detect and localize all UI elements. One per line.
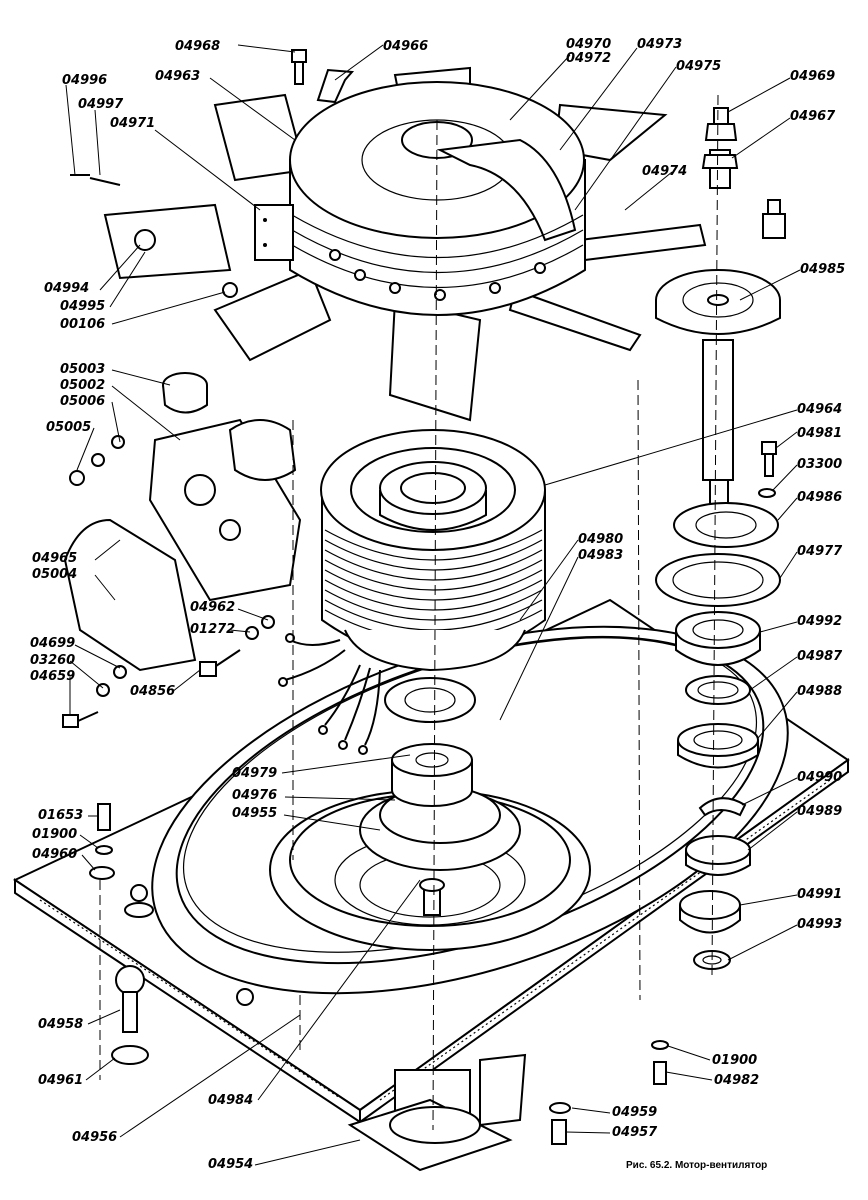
label-04968: 04968 (175, 39, 220, 54)
label-04997: 04997 (78, 97, 124, 112)
label-04699: 04699 (30, 636, 75, 651)
label-01272: 01272 (190, 622, 235, 637)
label-04966: 04966 (383, 39, 428, 54)
terminal-cover-plate (70, 174, 238, 298)
motor-stator (320, 429, 546, 672)
lower-pedestal (347, 1053, 527, 1172)
label-04956: 04956 (72, 1130, 117, 1145)
grease-fittings (701, 107, 786, 239)
label-04994: 04994 (44, 281, 89, 296)
label-04984: 04984 (208, 1093, 253, 1108)
terminal-box (69, 372, 302, 602)
side-bolt-and-washer (758, 441, 777, 498)
label-05003: 05003 (60, 362, 105, 377)
base-hardware-left (89, 803, 254, 1065)
label-04992: 04992 (797, 614, 842, 629)
leader-lines (65, 44, 801, 1166)
label-04980: 04980 (578, 532, 623, 547)
label-04969: 04969 (790, 69, 835, 84)
label-04975: 04975 (676, 59, 721, 74)
label-04856: 04856 (130, 684, 175, 699)
label-04958: 04958 (38, 1017, 83, 1032)
label-05005: 05005 (46, 420, 91, 435)
label-03260: 03260 (30, 653, 75, 668)
stator-lead-wires (278, 633, 381, 755)
label-04974: 04974 (642, 164, 687, 179)
label-04982: 04982 (714, 1073, 759, 1088)
label-04991: 04991 (797, 887, 842, 902)
label-04988: 04988 (797, 684, 842, 699)
label-04954: 04954 (208, 1157, 253, 1172)
label-04972: 04972 (566, 51, 611, 66)
label-04987: 04987 (797, 649, 843, 664)
label-04985: 04985 (800, 262, 845, 277)
label-04989: 04989 (797, 804, 842, 819)
label-04973: 04973 (637, 37, 682, 52)
label-03300: 03300 (797, 457, 842, 472)
label-04979: 04979 (232, 766, 277, 781)
part-number-labels: 04968 04966 04970 04972 04973 04975 0496… (30, 37, 845, 1172)
label-04959: 04959 (612, 1105, 657, 1120)
label-04962: 04962 (190, 600, 235, 615)
label-04993: 04993 (797, 917, 842, 932)
label-04970: 04970 (566, 37, 611, 52)
base-hardware-right (549, 1040, 669, 1145)
label-05004: 05004 (32, 567, 77, 582)
label-04964: 04964 (797, 402, 842, 417)
label-04971: 04971 (110, 116, 155, 131)
figure-caption: Рис. 65.2. Мотор-вентилятор (626, 1160, 767, 1171)
label-04965: 04965 (32, 551, 77, 566)
label-04990: 04990 (797, 770, 842, 785)
center-lines (99, 94, 719, 1131)
label-04981: 04981 (797, 426, 842, 441)
label-04659: 04659 (30, 669, 75, 684)
label-05002: 05002 (60, 378, 105, 393)
label-01900-a: 01900 (32, 827, 77, 842)
impeller-hub-assembly (269, 677, 591, 951)
shaft-with-flange (655, 269, 781, 511)
label-04963: 04963 (155, 69, 200, 84)
label-04977: 04977 (797, 544, 843, 559)
label-04976: 04976 (232, 788, 277, 803)
label-01900-b: 01900 (712, 1053, 757, 1068)
label-04957: 04957 (612, 1125, 658, 1140)
label-04960: 04960 (32, 847, 77, 862)
label-04983: 04983 (578, 548, 623, 563)
bearing-stack (655, 502, 781, 970)
label-01653: 01653 (38, 808, 83, 823)
label-00106: 00106 (60, 317, 105, 332)
label-04986: 04986 (797, 490, 842, 505)
label-04955: 04955 (232, 806, 277, 821)
bracket-and-screw (291, 49, 355, 104)
label-04996: 04996 (62, 73, 107, 88)
label-04967: 04967 (790, 109, 836, 124)
terminal-screws (199, 615, 275, 677)
label-04961: 04961 (38, 1073, 83, 1088)
label-04995: 04995 (60, 299, 105, 314)
label-05006: 05006 (60, 394, 105, 409)
